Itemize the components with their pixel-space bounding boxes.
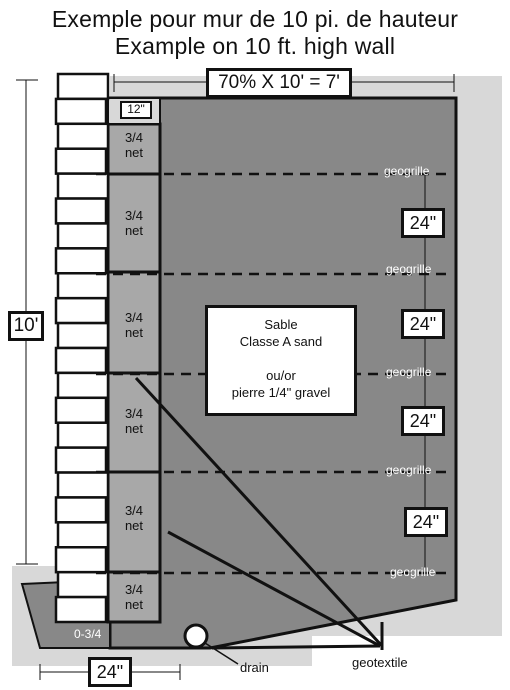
wall-block bbox=[56, 421, 110, 449]
wall-block bbox=[54, 296, 108, 325]
geogrid-label-2: geogrille bbox=[386, 262, 432, 276]
geogrid-label-5: geogrille bbox=[390, 565, 436, 579]
wall-block bbox=[56, 272, 110, 300]
geogrid-lines bbox=[96, 172, 452, 575]
wall-block bbox=[56, 521, 110, 549]
spacing-label-1: 24" bbox=[401, 208, 445, 238]
wall-block bbox=[54, 97, 108, 126]
wall-block bbox=[54, 446, 108, 474]
geogrid-label-4: geogrille bbox=[386, 463, 432, 477]
drain-leader bbox=[204, 642, 239, 665]
geogrid-label-3: geogrille bbox=[386, 365, 432, 379]
wall-block bbox=[54, 346, 108, 375]
geogrid-label-1: geogrille bbox=[384, 164, 430, 178]
fill-label-line-4: pierre 1/4" gravel bbox=[231, 385, 331, 400]
wall-block bbox=[54, 496, 108, 524]
wall-block bbox=[56, 172, 110, 200]
wall-block bbox=[54, 197, 108, 225]
wall-blocks bbox=[54, 72, 110, 624]
wall-block bbox=[54, 396, 108, 424]
title-french: Exemple pour mur de 10 pi. de hauteur bbox=[51, 6, 459, 32]
cap-dimension-label: 12" bbox=[120, 101, 152, 119]
fill-label-line-2: Classe A sand bbox=[239, 334, 323, 349]
drain-label: drain bbox=[240, 660, 269, 675]
spacing-label-4: 24" bbox=[404, 507, 448, 537]
top-dimension-label: 70% X 10' = 7' bbox=[206, 68, 352, 98]
geotextile-label: geotextile bbox=[352, 655, 408, 670]
fill-label-line-3: ou/or bbox=[266, 368, 296, 383]
spacing-label-3: 24" bbox=[401, 406, 445, 436]
wall-block bbox=[56, 471, 110, 499]
title-english: Example on 10 ft. high wall bbox=[114, 33, 396, 59]
wall-height-label: 10' bbox=[8, 311, 44, 341]
base-material-label: 0-3/4 bbox=[74, 627, 102, 641]
wall-block bbox=[54, 595, 108, 624]
wall-block bbox=[56, 371, 110, 400]
wall-block bbox=[56, 222, 110, 250]
wall-block bbox=[56, 72, 110, 101]
wall-block bbox=[56, 122, 110, 150]
wall-block bbox=[54, 247, 108, 275]
fill-material-label: Sable Classe A sand ou/or pierre 1/4" gr… bbox=[205, 305, 357, 416]
drain-pipe-icon bbox=[183, 623, 209, 649]
spacing-label-2: 24" bbox=[401, 309, 445, 339]
geotextile-lines bbox=[134, 376, 384, 650]
base-width-label: 24" bbox=[88, 657, 132, 687]
wall-block bbox=[56, 321, 110, 350]
fill-label-line-1: Sable bbox=[264, 317, 298, 332]
wall-block bbox=[56, 570, 110, 599]
wall-block bbox=[54, 147, 108, 175]
wall-block bbox=[54, 546, 108, 574]
